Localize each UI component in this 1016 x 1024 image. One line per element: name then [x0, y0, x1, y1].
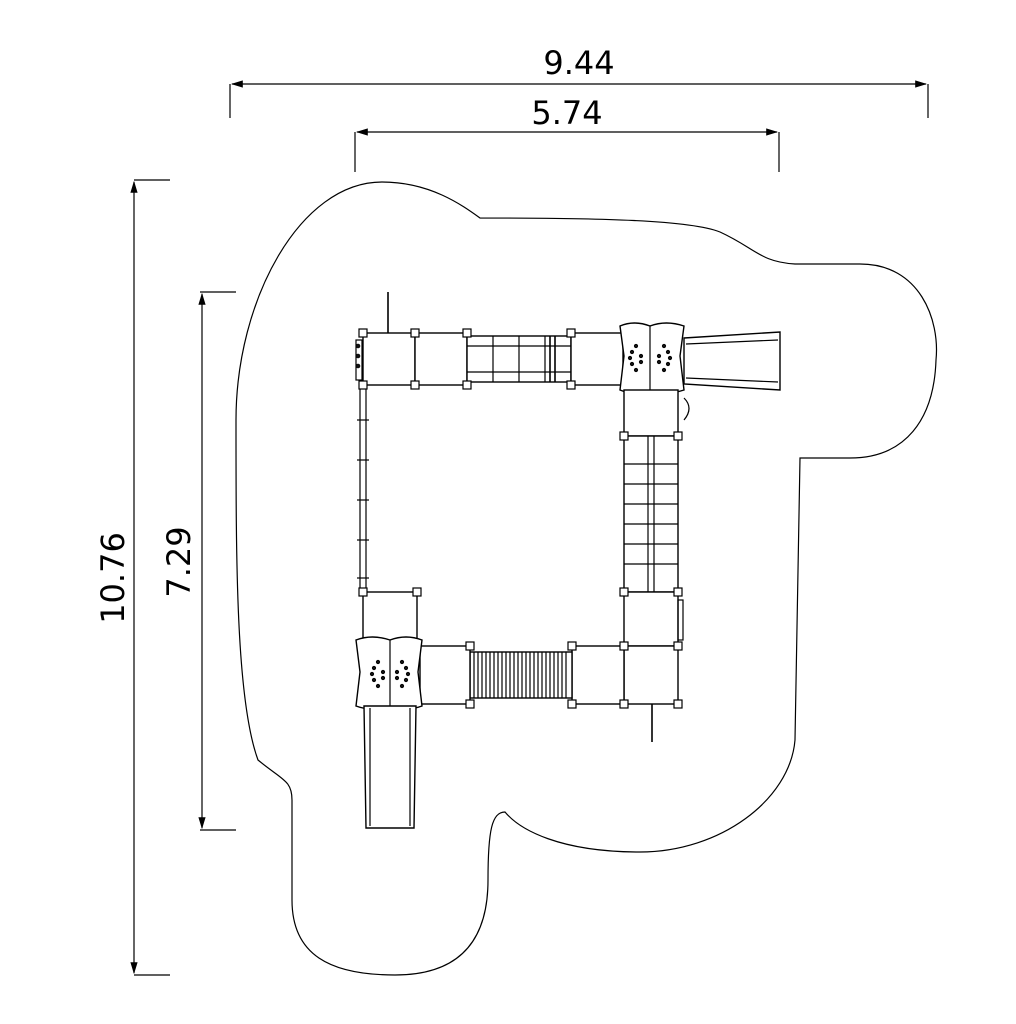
- panel-emblem-icon: [369, 659, 411, 689]
- bottom-left-slide: [363, 705, 417, 829]
- top-deck-2: [414, 332, 468, 386]
- overall-width-label: 9.44: [543, 44, 614, 82]
- dimension-overall-height: 10.76: [94, 179, 170, 976]
- right-lower-deck: [623, 591, 684, 647]
- structure-width-label: 5.74: [531, 94, 602, 132]
- dimension-overall-width: 9.44: [229, 44, 929, 118]
- bottom-left-roof-panel: [355, 636, 423, 710]
- top-right-slide: [683, 331, 781, 391]
- play-structure: [355, 292, 781, 829]
- top-left-deck: [355, 292, 416, 386]
- structure-height-label: 7.29: [160, 526, 198, 597]
- overall-height-label: 10.76: [94, 532, 132, 624]
- bottom-crawl-bridge: [469, 651, 573, 699]
- bottom-left-deck-3: [419, 645, 471, 705]
- dimension-structure-height: 7.29: [160, 291, 236, 831]
- top-ladder-bridge: [466, 335, 572, 383]
- right-ladder: [623, 435, 679, 593]
- bottom-deck-2: [571, 645, 625, 705]
- top-right-roof-panel: [619, 322, 685, 394]
- panel-emblem-icon: [627, 343, 673, 373]
- right-upper-deck: [623, 389, 690, 437]
- left-vertical-railing: [357, 385, 369, 592]
- dimension-structure-width: 5.74: [354, 94, 780, 172]
- bottom-right-deck: [623, 645, 679, 705]
- structure-posts: [358, 328, 683, 709]
- safety-zone-outline: [235, 181, 938, 976]
- top-deck-3: [570, 332, 624, 386]
